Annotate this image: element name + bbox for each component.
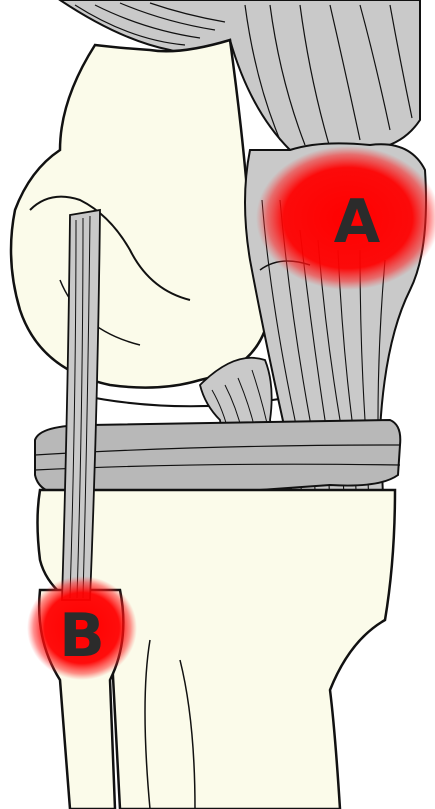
- highlight-b: [27, 576, 137, 680]
- highlight-a: [256, 146, 435, 290]
